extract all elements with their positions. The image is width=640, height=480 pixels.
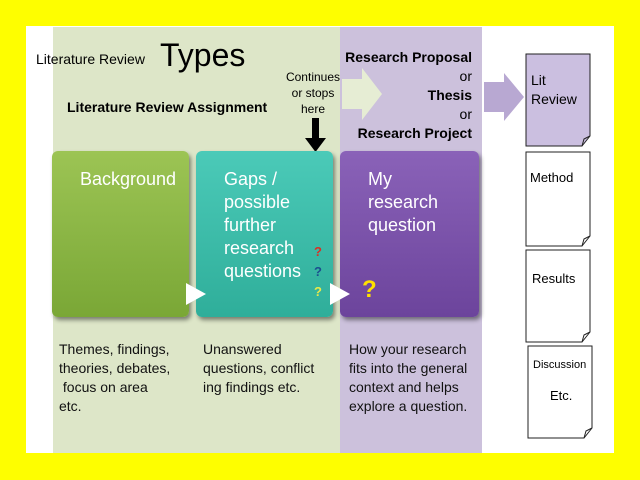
my-rq-label-line-3: question (368, 215, 437, 235)
gaps-desc-line-3: ing findings etc. (203, 379, 301, 395)
my-rq-desc-line-4: explore a question. (349, 398, 468, 414)
proposal-line-4: or (459, 106, 472, 122)
background-desc-line-2: theories, debates, (59, 360, 171, 376)
triangle-arrow-icon (186, 283, 206, 305)
background-desc-line-4: etc. (59, 398, 82, 414)
proposal-line-5: Research Project (357, 125, 472, 141)
gaps-label-line-3: further (224, 215, 277, 235)
continue-arrow-icon (342, 68, 382, 120)
my-rq-desc-line-1: How your research (349, 341, 467, 357)
question-mark-blue: ? (314, 264, 322, 279)
proposal-line-2: or (459, 68, 472, 84)
my-rq-desc-line-3: context and helps (349, 379, 459, 395)
gaps-box: Gaps / possible further research questio… (196, 151, 333, 317)
gaps-desc-line-2: questions, conflict (203, 360, 315, 376)
results-document-icon (525, 249, 591, 343)
background-box: Background (52, 151, 189, 317)
question-mark-big: ? (362, 276, 377, 303)
gaps-label-line-2: possible (224, 192, 291, 212)
lit-review-doc-line-1: Lit (531, 72, 546, 88)
triangle-arrow-icon (330, 283, 350, 305)
my-rq-desc-line-2: fits into the general (349, 360, 468, 376)
lit-review-document-icon (525, 53, 591, 147)
method-doc-label: Method (530, 170, 574, 185)
gaps-label-line-1: Gaps / (224, 169, 278, 189)
document-stack (525, 53, 593, 439)
continues-line-2: or stops (291, 86, 335, 100)
method-document-icon (525, 151, 591, 247)
question-mark-yellow: ? (314, 284, 322, 299)
flow-triangles (186, 283, 350, 305)
assignment-label: Literature Review Assignment (67, 99, 268, 115)
my-research-question-box: My research question (340, 151, 479, 317)
small-title: Literature Review (36, 51, 145, 67)
background-label: Background (80, 169, 177, 189)
proposal-line-3: Thesis (427, 87, 472, 103)
gaps-label-line-4: research (224, 238, 295, 258)
arrows-layer (305, 68, 524, 152)
proposal-line-1: Research Proposal (345, 49, 472, 65)
etc-doc-label: Etc. (550, 388, 573, 403)
results-doc-label: Results (532, 271, 576, 286)
discussion-document-icon (527, 345, 593, 439)
discussion-doc-label: Discussion (533, 359, 587, 371)
background-desc-line-1: Themes, findings, (59, 341, 170, 357)
main-title: Types (160, 37, 246, 73)
lit-review-arrow-icon (484, 73, 524, 121)
lit-review-doc-line-2: Review (531, 91, 577, 107)
my-rq-label-line-2: research (368, 192, 439, 212)
question-mark-red: ? (314, 244, 322, 259)
continues-line-3: here (300, 102, 326, 116)
down-arrow-icon (305, 118, 326, 152)
continues-line-1: Continues (285, 70, 341, 84)
gaps-desc-line-1: Unanswered (203, 341, 282, 357)
gaps-label-line-5: questions (224, 261, 302, 281)
my-rq-label-line-1: My (368, 169, 392, 189)
background-desc-line-3: focus on area (59, 379, 148, 395)
